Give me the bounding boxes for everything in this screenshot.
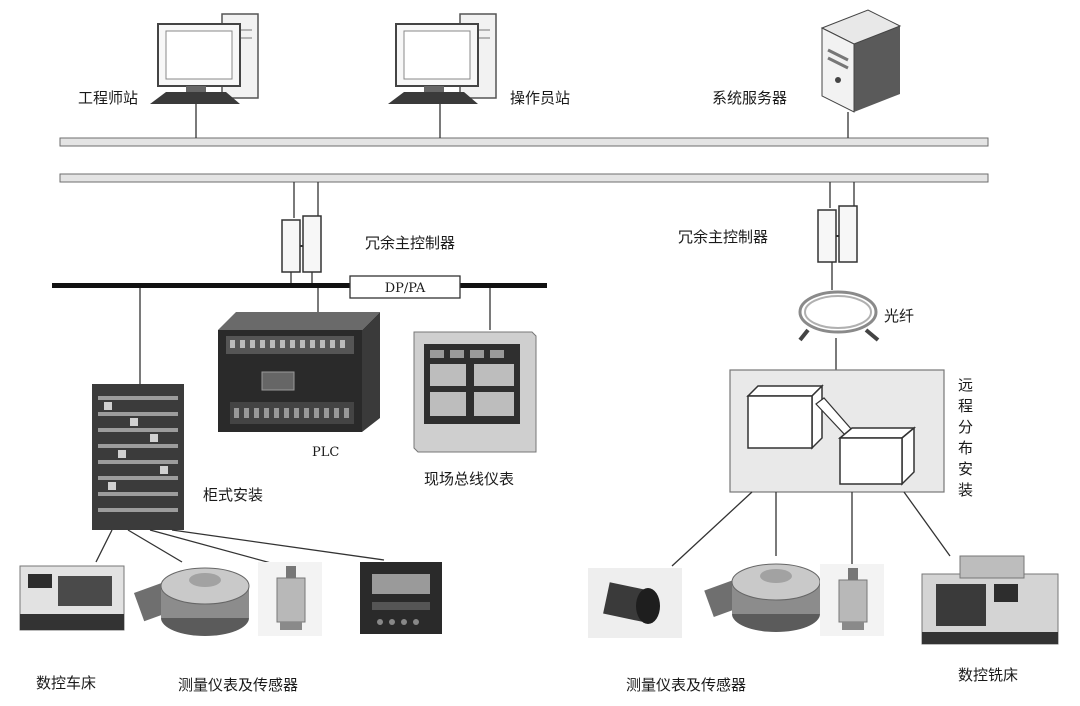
fieldbus-line [52,283,547,288]
svg-text:程: 程 [958,397,973,415]
desktop-computer-icon [150,13,259,104]
remote-io-module-b [837,426,917,486]
engineer-station-label: 工程师站 [78,89,138,107]
accelerometer-sensor-icon [820,564,884,636]
desktop-computer-icon [388,13,497,104]
svg-text:安: 安 [958,460,973,478]
digital-meter-icon [360,562,442,634]
instruments-sensors-left-label: 测量仪表及传感器 [178,676,298,694]
svg-text:远: 远 [958,376,973,394]
redundant-controller-right-label: 冗余主控制器 [678,228,768,246]
load-cell-icon [704,563,821,632]
server-tower-icon [820,9,902,113]
system-server-label: 系统服务器 [712,89,787,107]
proximity-sensor-icon [588,568,682,638]
cnc-mill-label: 数控铣床 [958,666,1018,684]
lower-network-bus [59,173,989,183]
fiber-label: 光纤 [884,307,914,325]
remote-distributed-label: 远 程 分 布 安 装 [958,376,973,499]
svg-text:布: 布 [958,439,973,457]
load-cell-icon [133,567,250,636]
control-cabinet-icon [92,384,184,530]
cnc-mill-icon [921,555,1059,645]
dp-pa-coupler [349,275,461,299]
instruments-sensors-right-label: 测量仪表及传感器 [626,676,746,694]
hmi-touch-panel-icon [413,331,537,453]
svg-text:装: 装 [958,481,973,499]
upper-network-bus [59,137,989,147]
svg-text:分: 分 [958,418,973,436]
cabinet-install-label: 柜式安装 [203,486,263,504]
redundant-controller-icon [281,215,322,273]
plc-device-icon [218,312,380,432]
cnc-lathe-label: 数控车床 [36,674,96,692]
fiber-optic-cable-icon [798,290,880,342]
accelerometer-sensor-icon [258,562,322,636]
redundant-controller-left-label: 冗余主控制器 [365,234,455,252]
dp-pa-label: DP/PA [385,281,426,296]
field-bus-instrument-label: 现场总线仪表 [424,470,514,488]
redundant-controller-icon [817,205,858,263]
operator-station-label: 操作员站 [510,89,570,107]
plc-label: PLC [312,445,339,460]
remote-io-module-a [746,384,824,450]
cnc-lathe-icon [19,565,125,631]
